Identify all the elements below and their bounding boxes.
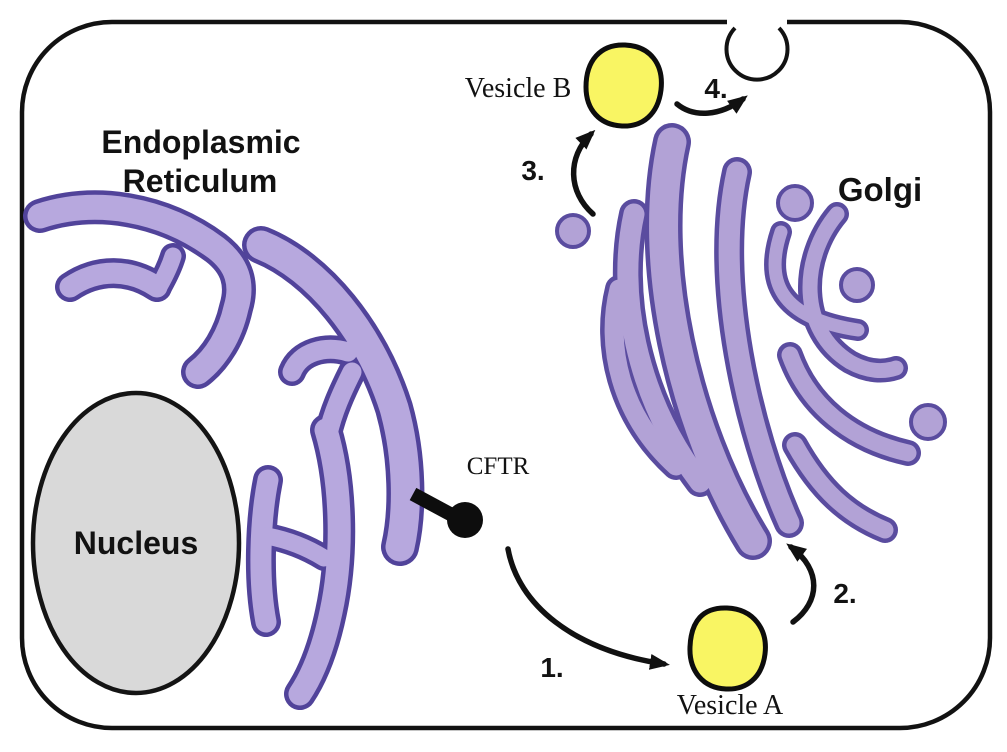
er-label-line2: Reticulum xyxy=(123,163,278,199)
pathway-arrows xyxy=(505,95,817,670)
step-3-label: 3. xyxy=(521,155,544,186)
vesicle-a-label: Vesicle A xyxy=(677,690,784,721)
cftr-label: CFTR xyxy=(467,453,530,480)
step-1-label: 1. xyxy=(540,652,563,683)
nucleus xyxy=(30,390,242,696)
arrow-step-1 xyxy=(505,546,670,670)
arrow-step-4 xyxy=(674,95,748,117)
golgi-vesicle xyxy=(555,213,591,249)
golgi-apparatus xyxy=(555,142,947,541)
golgi-vesicle xyxy=(909,403,947,441)
step-2-label: 2. xyxy=(833,578,856,609)
membrane-fusion-pocket xyxy=(724,15,790,82)
golgi-vesicle xyxy=(839,267,875,303)
cftr-protein xyxy=(409,487,483,538)
vesicle-a-shape xyxy=(687,605,768,692)
vesicle-b-label: Vesicle B xyxy=(465,73,572,104)
er-label-line1: Endoplasmic xyxy=(101,124,300,160)
arrow-step-2 xyxy=(786,543,817,625)
vesicle-b-shape xyxy=(583,42,664,129)
step-4-label: 4. xyxy=(704,73,727,104)
arrow-step-3 xyxy=(570,129,596,217)
golgi-vesicle xyxy=(776,184,814,222)
nucleus-label: Nucleus xyxy=(74,525,198,561)
golgi-label: Golgi xyxy=(838,171,922,208)
